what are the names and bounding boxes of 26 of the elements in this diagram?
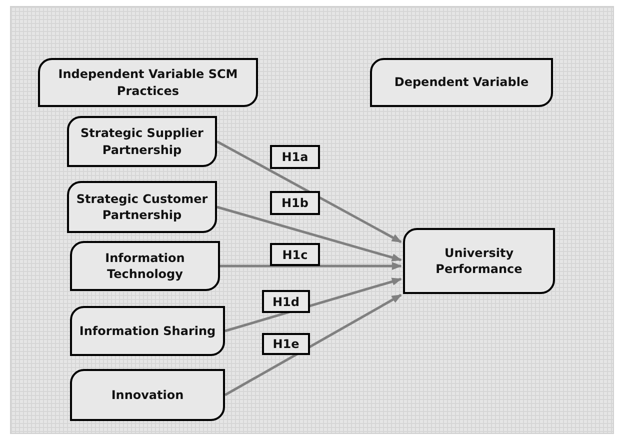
arrow: [224, 278, 402, 332]
arrow: [216, 140, 402, 244]
node-text: Strategic Customer Partnership: [75, 190, 209, 224]
variable-box: [67, 116, 217, 167]
node-text: University Performance: [434, 244, 524, 278]
variable-box: [38, 58, 258, 107]
variable-box: [70, 369, 225, 421]
arrow: [216, 206, 402, 262]
node-text: Information Sharing: [79, 322, 216, 340]
edge-label: H1b: [270, 191, 320, 215]
arrow: [224, 294, 402, 396]
variable-box: [70, 306, 225, 356]
variable-box: [67, 181, 217, 233]
arrow: [220, 262, 402, 270]
node-text: Dependent Variable: [394, 74, 529, 91]
variable-box: [403, 228, 555, 294]
node-text: Innovation: [111, 386, 184, 404]
variable-box: [370, 58, 553, 107]
node-text: Independent Variable SCM Practices: [57, 66, 239, 99]
variable-box: [70, 241, 220, 291]
edge-label: H1d: [262, 290, 310, 313]
node-text: Information Technology: [104, 250, 186, 282]
edge-label: H1a: [270, 145, 320, 169]
edge-label: H1e: [262, 333, 310, 355]
node-text: Strategic Supplier Partnership: [80, 125, 204, 158]
edge-label: H1c: [270, 243, 320, 266]
